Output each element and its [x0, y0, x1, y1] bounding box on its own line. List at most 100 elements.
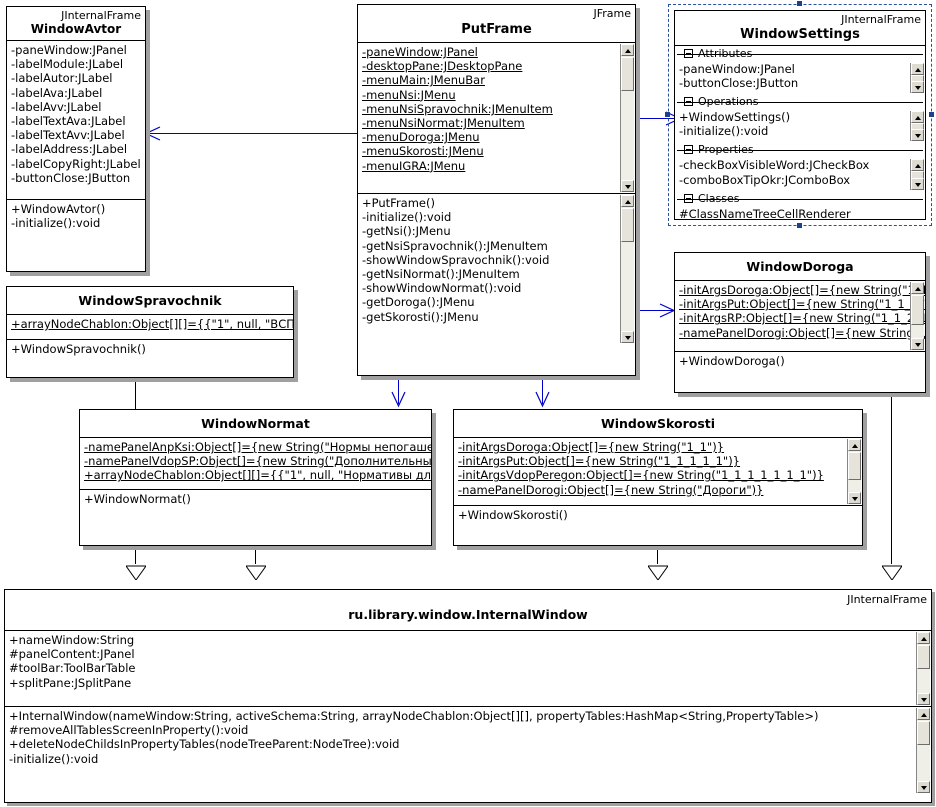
member-row: -paneWindow:JPanel: [679, 62, 795, 76]
scrollbar-thumb[interactable]: [917, 645, 930, 669]
class-box-putframe[interactable]: JFrame PutFrame -paneWindow:JPanel-deskt…: [357, 4, 636, 376]
scroll-up-icon[interactable]: [911, 111, 924, 124]
class-box-windowspravochnik[interactable]: WindowSpravochnik +arrayNodeChablon:Obje…: [6, 286, 294, 378]
scrollbar-thumb[interactable]: [848, 452, 861, 480]
windowskorosti-attributes-scrollbar[interactable]: [847, 439, 861, 504]
operation-row: -getNsi():JMenu: [362, 224, 451, 239]
class-box-windowskorosti[interactable]: WindowSkorosti -initArgsDoroga:Object[]=…: [453, 409, 863, 546]
windowskorosti-attributes: -initArgsDoroga:Object[]={new String("1_…: [454, 438, 862, 505]
internalwindow-operations: +InternalWindow(nameWindow:String, activ…: [5, 707, 931, 794]
selection-handle-top[interactable]: [797, 1, 802, 6]
windowspravochnik-name: WindowSpravochnik: [78, 293, 222, 308]
operation-row: +WindowNormat(): [84, 492, 191, 506]
putframe-attributes-scrollbar[interactable]: [620, 44, 634, 192]
scroll-up-icon[interactable]: [911, 282, 924, 294]
scroll-down-icon[interactable]: [911, 129, 924, 142]
selection-handle-right[interactable]: [929, 112, 934, 117]
attribute-row: -initArgsDoroga:Object[]={new String("1_…: [458, 440, 725, 454]
scrollbar-thumb[interactable]: [911, 295, 924, 325]
class-box-windowdoroga[interactable]: WindowDoroga -initArgsDoroga:Object[]={n…: [674, 252, 926, 393]
operation-row: -showWindowSpravochnik():void: [362, 252, 550, 267]
group-scrollbar[interactable]: [910, 63, 924, 94]
group-rule-right: [677, 198, 923, 200]
member-row: +WindowSettings(): [679, 110, 791, 125]
scroll-up-icon[interactable]: [621, 44, 634, 56]
member-row: #ClassNameTreeCellRenderer: [679, 206, 851, 221]
operation-row: +WindowSpravochnik(): [11, 342, 146, 356]
scrollbar-thumb[interactable]: [621, 208, 634, 242]
group-scrollbar[interactable]: [910, 111, 924, 142]
scroll-up-icon[interactable]: [911, 159, 924, 172]
scrollbar-thumb[interactable]: [621, 57, 634, 91]
scrollbar-thumb[interactable]: [917, 721, 930, 745]
scroll-up-icon[interactable]: [917, 708, 930, 720]
windowavtor-operations: +WindowAvtor()-initialize():void: [7, 200, 145, 272]
scroll-down-icon[interactable]: [911, 338, 924, 350]
scroll-up-icon[interactable]: [917, 632, 930, 644]
attribute-row: -desktopPane:JDesktopPane: [362, 59, 523, 74]
operation-row: -getNsiSpravochnik():JMenuItem: [362, 238, 548, 253]
selection-handle-bottom[interactable]: [797, 223, 802, 228]
group-scrollbar[interactable]: [910, 159, 924, 190]
collapse-toggle-icon[interactable]: [684, 193, 693, 203]
operation-row: -labelCopyRight:JLabel: [11, 156, 141, 171]
class-box-windowavtor[interactable]: JInternalFrame WindowAvtor -paneWindow:J…: [6, 6, 146, 272]
windowdoroga-name: WindowDoroga: [746, 259, 854, 274]
operation-row: +WindowAvtor(): [11, 202, 106, 216]
scroll-down-icon[interactable]: [621, 180, 634, 192]
group-body-operations: +WindowSettings()-initialize():void: [675, 110, 925, 142]
internalwindow-attributes-scrollbar[interactable]: [916, 632, 930, 705]
windowskorosti-header: WindowSkorosti: [454, 410, 862, 437]
putframe-stereotype: JFrame: [593, 7, 631, 20]
putframe-operations-scrollbar[interactable]: [620, 195, 634, 343]
windowavtor-attributes: -paneWindow:JPanel-labelModule:JLabel-la…: [7, 41, 145, 199]
scroll-down-icon[interactable]: [911, 177, 924, 190]
scroll-down-icon[interactable]: [917, 693, 930, 705]
operation-row: -labelAutor:JLabel: [11, 71, 113, 86]
windowsettings-groups: Attributes-paneWindow:JPanel-buttonClose…: [675, 47, 925, 224]
scroll-up-icon[interactable]: [848, 439, 861, 451]
operation-row: +splitPane:JSplitPane: [9, 675, 132, 690]
dependency-line-normat: [398, 376, 399, 404]
windownormat-header: WindowNormat: [80, 410, 431, 437]
group-header-operations[interactable]: Operations: [677, 95, 923, 110]
scroll-down-icon[interactable]: [848, 492, 861, 504]
operation-row: -showWindowNormat():void: [362, 281, 522, 296]
group-header-classes[interactable]: Classes: [677, 191, 923, 207]
operation-row: -labelAva:JLabel: [11, 85, 103, 100]
collapse-toggle-icon[interactable]: [684, 145, 693, 155]
attribute-row: -initArgsRP:Object[]={new String("1_1_2_…: [679, 311, 925, 326]
class-box-windowsettings[interactable]: JInternalFrame WindowSettings Attributes…: [674, 10, 926, 221]
group-header-properties[interactable]: Properties: [677, 143, 923, 158]
operation-row: #panelContent:JPanel: [9, 647, 135, 662]
attribute-row: -namePanelAnpKsi:Object[]={new String("Н…: [84, 440, 431, 454]
collapse-toggle-icon[interactable]: [684, 97, 693, 107]
generalization-line-normat: [255, 546, 256, 564]
selection-handle-left[interactable]: [665, 112, 670, 117]
scroll-down-icon[interactable]: [621, 331, 634, 343]
windownormat-name: WindowNormat: [201, 416, 310, 431]
scroll-down-icon[interactable]: [917, 781, 930, 793]
group-body-classes: #ClassNameTreeCellRenderer: [675, 207, 925, 225]
windowspravochnik-operations: +WindowSpravochnik(): [7, 340, 293, 378]
attribute-row: -menuMain:JMenuBar: [362, 73, 485, 88]
windowdoroga-attributes-scrollbar[interactable]: [910, 282, 924, 350]
class-box-internalwindow[interactable]: JInternalFrame ru.library.window.Interna…: [4, 589, 932, 803]
scroll-down-icon[interactable]: [911, 81, 924, 94]
member-row: -buttonClose:JButton: [679, 76, 799, 91]
member-row: -initialize():void: [679, 124, 769, 139]
windowspravochnik-attributes: +arrayNodeChablon:Object[][]={{"1", null…: [7, 315, 293, 339]
collapse-toggle-icon[interactable]: [684, 49, 693, 58]
internalwindow-operations-scrollbar[interactable]: [916, 708, 930, 793]
scroll-up-icon[interactable]: [621, 195, 634, 207]
class-box-windownormat[interactable]: WindowNormat -namePanelAnpKsi:Object[]={…: [79, 409, 432, 546]
windowdoroga-attributes: -initArgsDoroga:Object[]={new String("1_…: [675, 281, 925, 351]
group-header-attributes[interactable]: Attributes: [677, 47, 923, 62]
attribute-row: -namePanelDorogi:Object[]={new String("Д…: [458, 482, 764, 497]
generalization-arrow-spravochnik: [125, 564, 147, 583]
putframe-operations: +PutFrame()-initialize():void-getNsi():J…: [358, 194, 635, 344]
scroll-up-icon[interactable]: [911, 63, 924, 75]
windownormat-attributes: -namePanelAnpKsi:Object[]={new String("Н…: [80, 438, 431, 489]
attribute-row: -menuNsiNormat:JMenuItem: [362, 116, 525, 131]
